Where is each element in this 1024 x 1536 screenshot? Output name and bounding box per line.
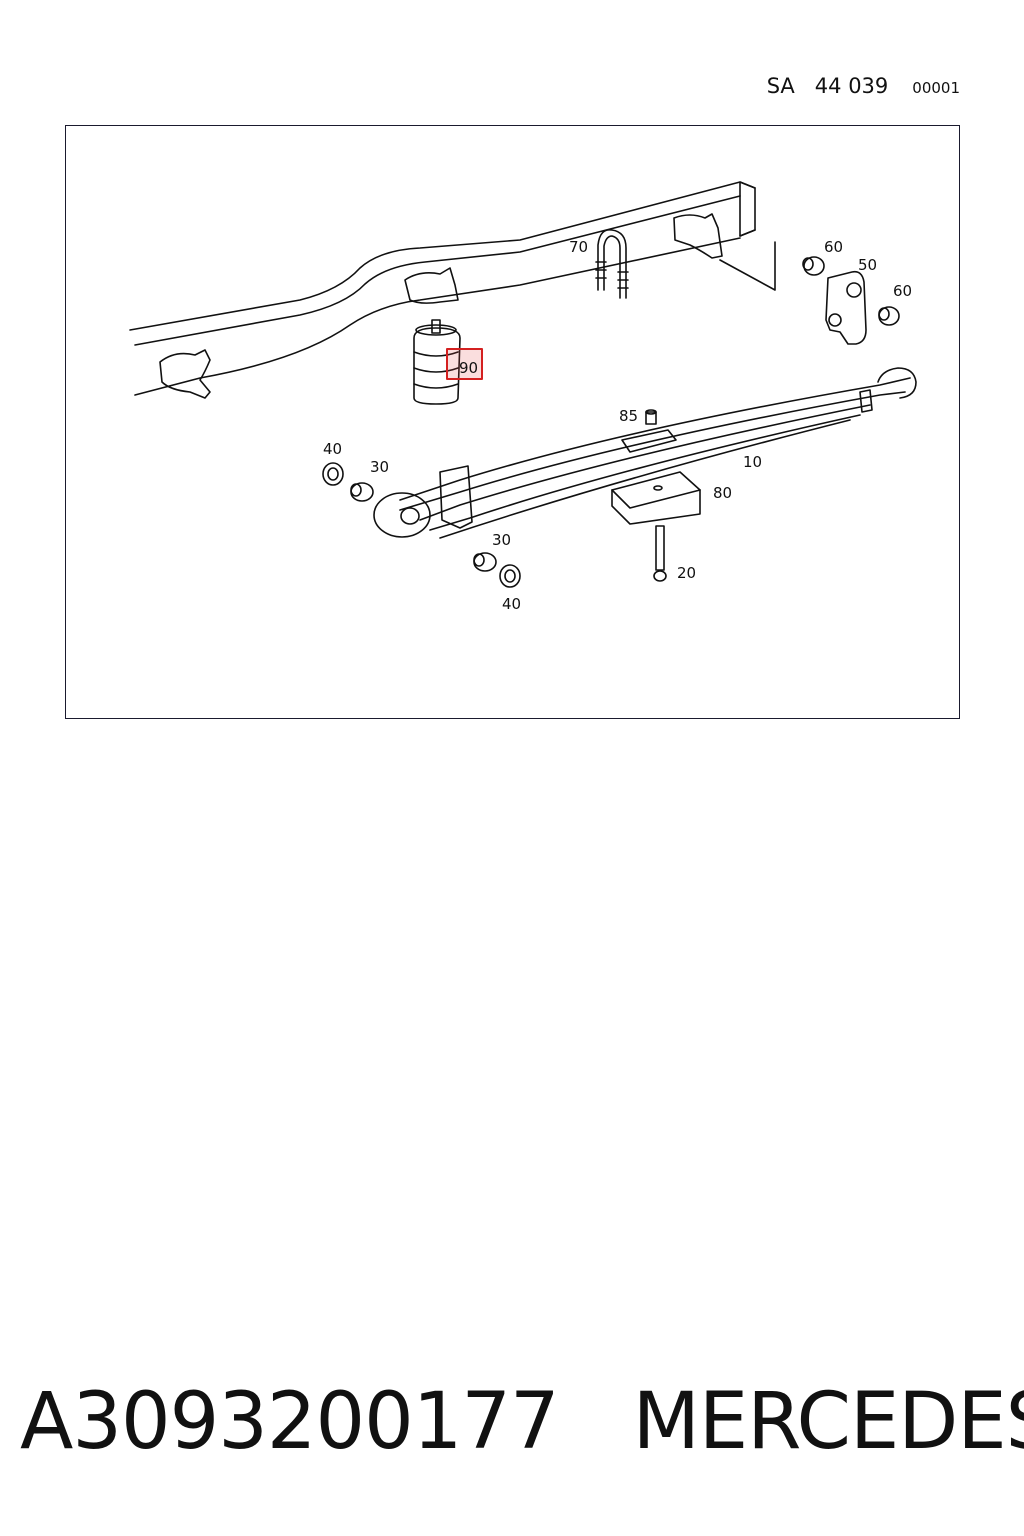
bushings [322,462,521,588]
header-sequence: 00001 [912,79,960,97]
header-number: 44 039 [814,74,889,98]
parts-diagram: 10 20 30 30 40 40 50 60 60 70 80 85 90 [129,181,917,613]
label-80: 80 [713,484,732,502]
label-40-lower: 40 [502,595,521,613]
u-bolt [595,228,629,299]
label-50: 50 [858,256,877,274]
label-20: 20 [677,564,696,582]
bump-stop [413,319,461,405]
diagram-frame [65,125,960,719]
label-60-right: 60 [893,282,912,300]
header-sa: SA [766,74,795,98]
highlight-box-90[interactable] [446,348,483,380]
label-40-upper: 40 [323,440,342,458]
footer-caption: A3093200177 MERCEDES [20,1372,1024,1472]
leaf-spring [373,367,917,539]
label-70: 70 [569,238,588,256]
label-85: 85 [619,407,638,425]
label-90[interactable]: 90 [459,359,478,377]
shackle-assembly [802,256,900,345]
center-parts [611,409,701,582]
label-30-upper: 30 [370,458,389,476]
frame-rail [129,181,776,399]
part-number: A3093200177 [20,1377,560,1467]
label-30-lower: 30 [492,531,511,549]
label-10: 10 [743,453,762,471]
diagram-header: SA 44 039 00001 [767,74,960,98]
brand-name: MERCEDES [632,1377,1024,1467]
label-60-upper: 60 [824,238,843,256]
